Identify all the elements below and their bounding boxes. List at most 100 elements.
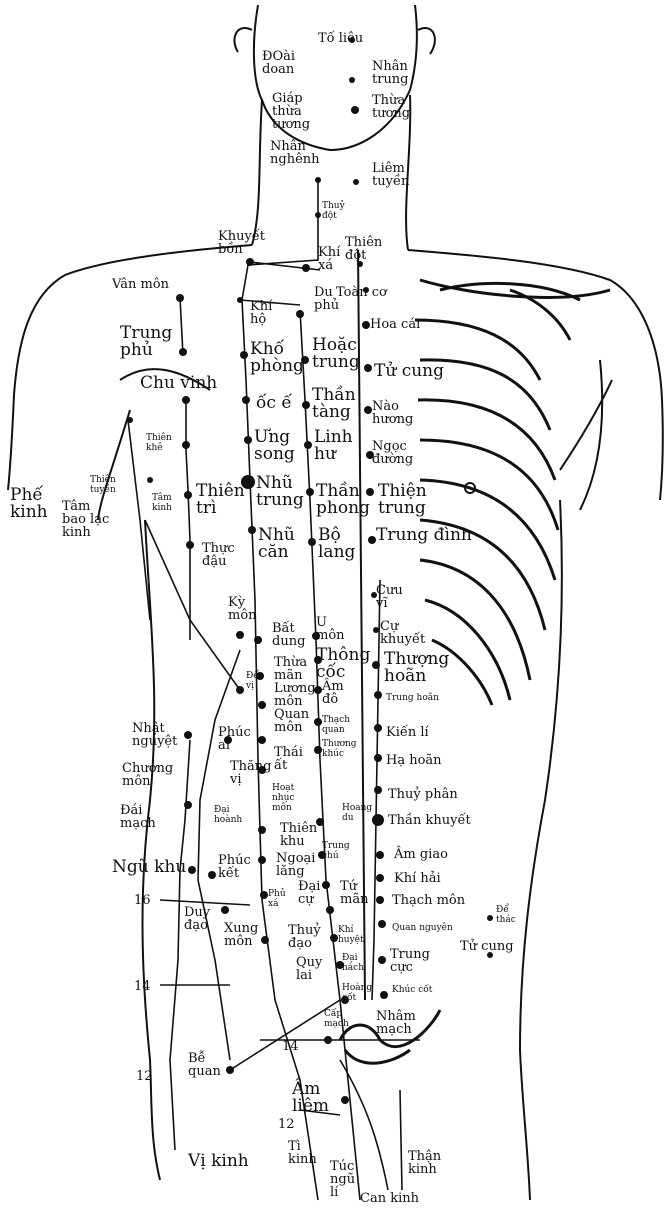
label-toan-co: Toàn cơ bbox=[336, 285, 388, 300]
label-thuong-khuc: Thươngkhúc bbox=[322, 739, 357, 759]
label-van-mon: Vân môn bbox=[111, 277, 170, 292]
number-n16: 16 bbox=[134, 893, 151, 908]
label-to-lieu: Tố liêu bbox=[318, 30, 363, 46]
label-nhu-trung: Nhũtrung bbox=[256, 473, 304, 510]
label-trung-hoan: Trung hoãn bbox=[386, 692, 439, 703]
number-n12a: 12 bbox=[136, 1069, 153, 1084]
label-can-kinh: Can kinh bbox=[360, 1191, 420, 1206]
label-ngu-khu: Ngũ khu bbox=[112, 857, 186, 877]
label-oc-e: ốc ế bbox=[256, 393, 292, 413]
label-am-giao: Âm giao bbox=[393, 846, 448, 862]
label-nham-mach: Nhâmmạch bbox=[376, 1009, 416, 1037]
number-n14b: 14 bbox=[282, 1039, 299, 1054]
label-chu-vinh: Chu vinh bbox=[140, 373, 217, 393]
label-hoac-trung: Hoặctrung bbox=[312, 335, 360, 372]
label-vi-kinh: Vị kinh bbox=[187, 1151, 249, 1171]
label-quan-nguyen: Quan nguyên bbox=[392, 922, 453, 933]
ribcage bbox=[415, 280, 610, 705]
label-thach-mon: Thạch môn bbox=[392, 893, 466, 908]
label-khuc-cot: Khúc cốt bbox=[392, 984, 433, 995]
label-thuy-phan: Thuỷ phân bbox=[388, 787, 458, 802]
label-than-phong: Thầnphong bbox=[316, 481, 370, 518]
label-kien-li: Kiến lí bbox=[386, 724, 430, 740]
segment-numbers: 16 14 12 14 12 bbox=[134, 893, 299, 1132]
label-tu-cung-bottom: Tử cung bbox=[460, 939, 514, 954]
label-than-khuyet: Thần khuyết bbox=[388, 812, 471, 828]
label-tu-cung-top: Tử cung bbox=[374, 361, 444, 381]
label-thang-vi: Thăngvị bbox=[229, 759, 272, 787]
label-trung-dinh: Trung đình bbox=[376, 525, 472, 545]
number-n12b: 12 bbox=[278, 1117, 295, 1132]
label-ha-hoan: Hạ hoãn bbox=[386, 753, 442, 768]
label-khi-hai: Khí hải bbox=[394, 871, 441, 886]
label-hoa-cai: Hoa cái bbox=[370, 317, 420, 332]
number-n14a: 14 bbox=[134, 979, 151, 994]
